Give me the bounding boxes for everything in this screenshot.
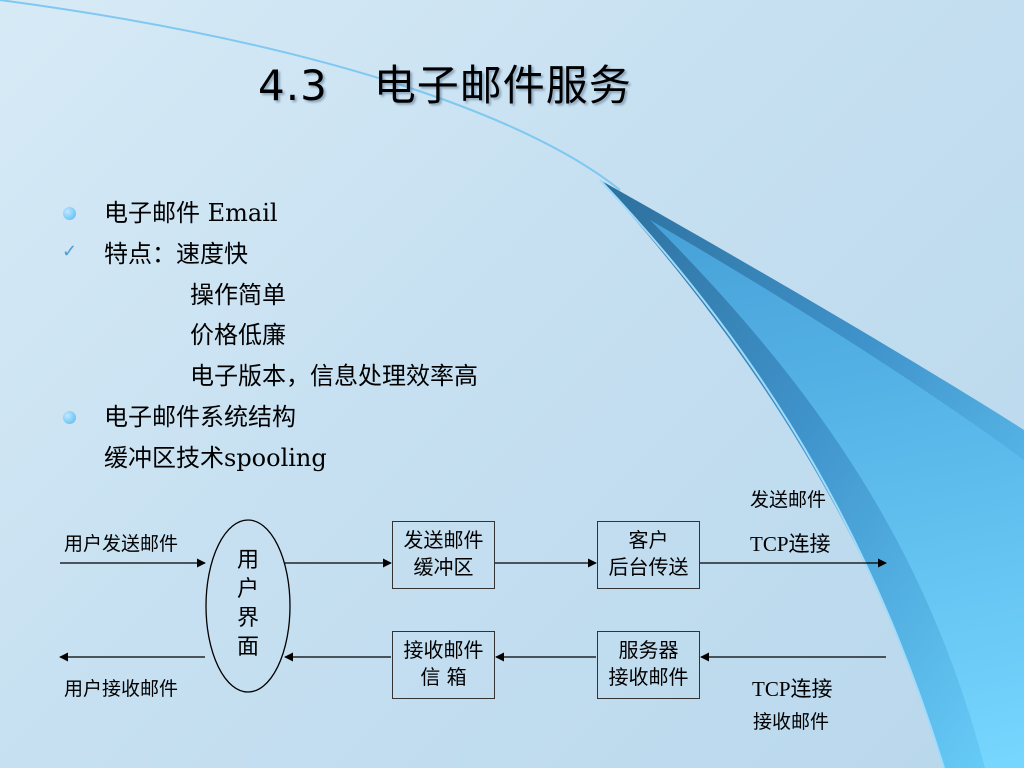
bullet-dot-icon xyxy=(63,207,76,220)
send-buffer-line2: 缓冲区 xyxy=(413,555,474,579)
send-mail-label: 发送邮件 xyxy=(750,489,827,511)
send-buffer-box: 发送邮件 缓冲区 xyxy=(392,521,495,589)
bullet-structure: 电子邮件系统结构 xyxy=(104,403,296,431)
bullet-email: 电子邮件 Email xyxy=(104,199,278,227)
user-recv-label: 用户接收邮件 xyxy=(64,678,179,700)
ui-char: 面 xyxy=(236,635,259,660)
ui-char: 户 xyxy=(236,577,259,602)
bullet-dot-icon xyxy=(63,411,76,424)
recv-mail-label: 接收邮件 xyxy=(753,711,830,733)
check-mark-icon: ✓ xyxy=(62,241,78,262)
mailbox-line1: 接收邮件 xyxy=(403,638,484,662)
client-line2: 后台传送 xyxy=(608,555,689,579)
title-text: 电子邮件服务 xyxy=(373,61,632,110)
user-interface-label: 用 户 界 面 xyxy=(228,546,268,662)
slide-title: 4.3 电子邮件服务 xyxy=(258,52,632,113)
bullet-features: 特点：速度快 xyxy=(104,240,248,268)
mailbox-box: 接收邮件 信 箱 xyxy=(392,631,495,699)
user-send-label: 用户发送邮件 xyxy=(64,533,179,555)
server-line1: 服务器 xyxy=(618,638,679,662)
client-line1: 客户 xyxy=(628,528,669,552)
title-number: 4.3 xyxy=(258,61,328,110)
server-box: 服务器 接收邮件 xyxy=(597,631,700,699)
user-interface-oval xyxy=(205,519,291,693)
ui-char: 界 xyxy=(236,606,259,631)
server-line2: 接收邮件 xyxy=(608,665,689,689)
ui-char: 用 xyxy=(236,548,259,573)
tcp-send-label: TCP连接 xyxy=(750,532,831,556)
feature-cheap: 价格低廉 xyxy=(190,321,286,349)
spooling-text: 缓冲区技术spooling xyxy=(104,444,327,472)
client-transfer-box: 客户 后台传送 xyxy=(597,521,700,589)
send-buffer-line1: 发送邮件 xyxy=(403,528,484,552)
feature-simple: 操作简单 xyxy=(190,281,286,309)
feature-electronic: 电子版本，信息处理效率高 xyxy=(190,362,478,390)
mailbox-line2: 信 箱 xyxy=(420,665,467,689)
tcp-recv-label: TCP连接 xyxy=(752,677,833,701)
